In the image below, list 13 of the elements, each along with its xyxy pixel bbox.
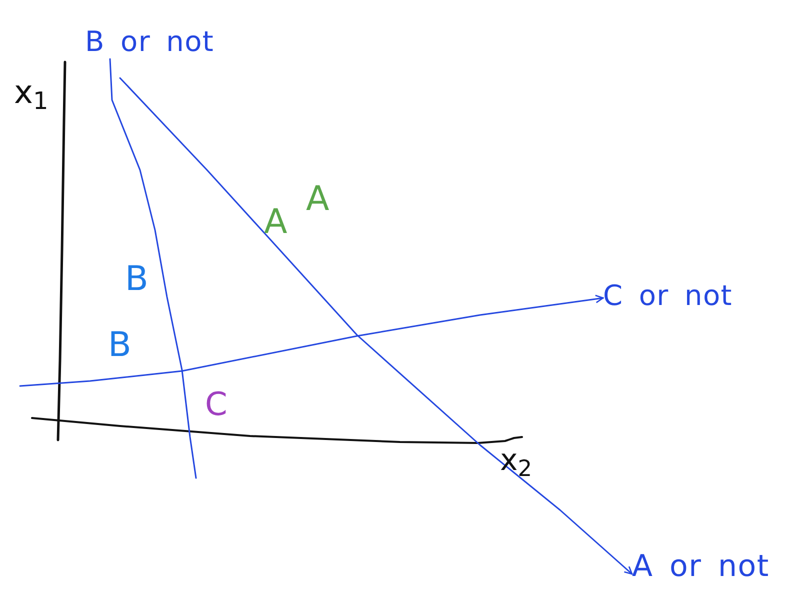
axis-label: x$_{2}$ [500, 446, 532, 476]
region-letter: A [306, 182, 330, 216]
boundary-label: A or not [632, 548, 770, 586]
region-letter: A [264, 205, 288, 239]
axis-label: x$_{1}$ [14, 76, 48, 108]
boundary-label: C or not [603, 278, 732, 313]
boundary-line [109, 58, 197, 479]
arrow [119, 77, 633, 575]
boundary-label: B or not [85, 24, 214, 59]
arrow [19, 294, 604, 387]
region-letter: B [125, 262, 148, 296]
region-letter: C [205, 388, 228, 420]
region-letter: B [108, 328, 132, 362]
